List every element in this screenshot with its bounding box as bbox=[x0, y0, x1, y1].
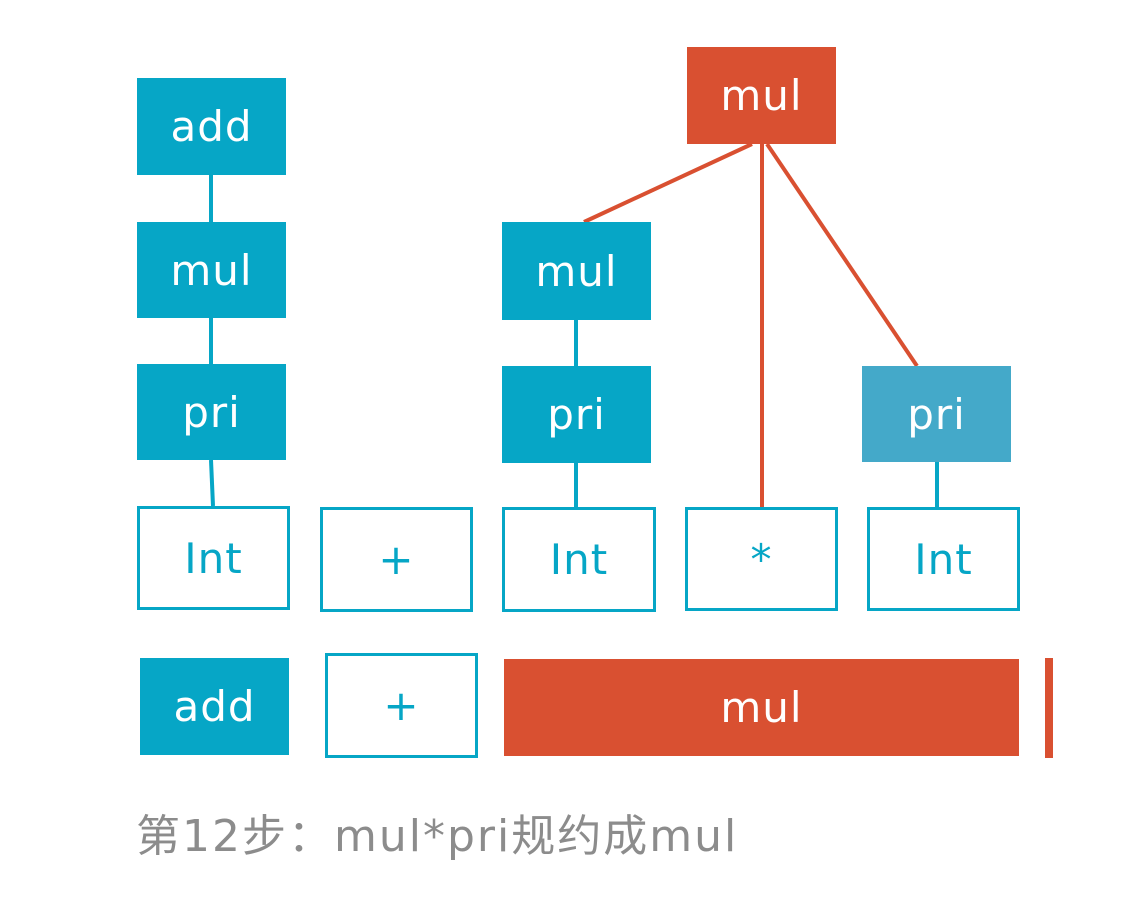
node-pri-right: pri bbox=[862, 366, 1011, 462]
stack-cursor-bar bbox=[1045, 658, 1053, 758]
edge-root-pri bbox=[765, 142, 919, 368]
node-int-1: Int bbox=[137, 506, 290, 610]
edge-pri-int-left bbox=[209, 459, 215, 507]
edge-root-mul bbox=[583, 142, 753, 224]
stack-plus: + bbox=[325, 653, 478, 758]
node-add: add bbox=[137, 78, 286, 175]
node-pri-left: pri bbox=[137, 364, 286, 460]
step-caption: 第12步：mul*pri规约成mul bbox=[136, 811, 739, 862]
node-pri-mid: pri bbox=[502, 366, 651, 463]
node-int-3: Int bbox=[867, 507, 1020, 611]
node-mul-left: mul bbox=[137, 222, 286, 318]
node-mul-mid: mul bbox=[502, 222, 651, 320]
node-int-2: Int bbox=[502, 507, 656, 612]
stack-add: add bbox=[140, 658, 289, 755]
stack-mul: mul bbox=[504, 659, 1019, 756]
node-plus: + bbox=[320, 507, 473, 612]
node-star: * bbox=[685, 507, 838, 611]
node-mul-root: mul bbox=[687, 47, 836, 144]
